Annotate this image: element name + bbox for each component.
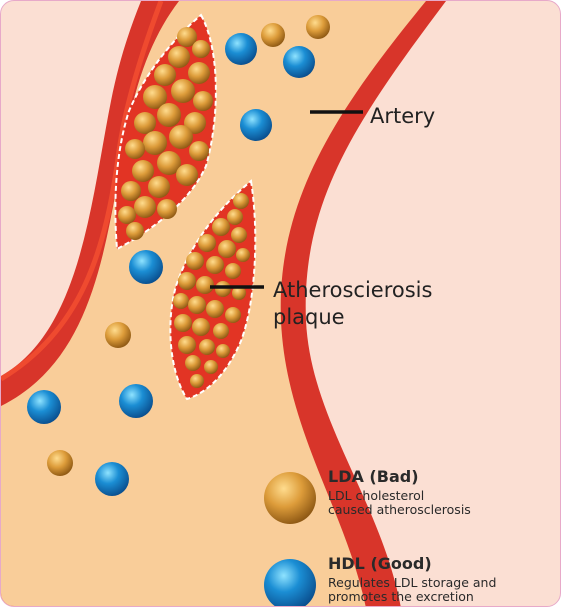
plaque-label-line2: plaque — [273, 304, 432, 331]
legend-ldl-desc-line1: LDL cholesterol — [328, 489, 471, 503]
legend-ldl-desc-line2: caused atherosclerosis — [328, 503, 471, 517]
plaque-label: Atheroscierosis plaque — [273, 277, 432, 331]
legend-ldl-title: LDA (Bad) — [328, 467, 419, 486]
legend-hdl-desc-line1: Regulates LDL storage and — [328, 576, 496, 590]
plaque-label-line1: Atheroscierosis — [273, 277, 432, 304]
artery-label: Artery — [370, 104, 435, 128]
legend-hdl-title: HDL (Good) — [328, 554, 432, 573]
legend-hdl-description: Regulates LDL storage and promotes the e… — [328, 576, 496, 604]
legend-hdl-desc-line2: promotes the excretion — [328, 590, 496, 604]
legend-ldl-description: LDL cholesterol caused atherosclerosis — [328, 489, 471, 517]
legend-ldl-swatch — [264, 472, 316, 524]
